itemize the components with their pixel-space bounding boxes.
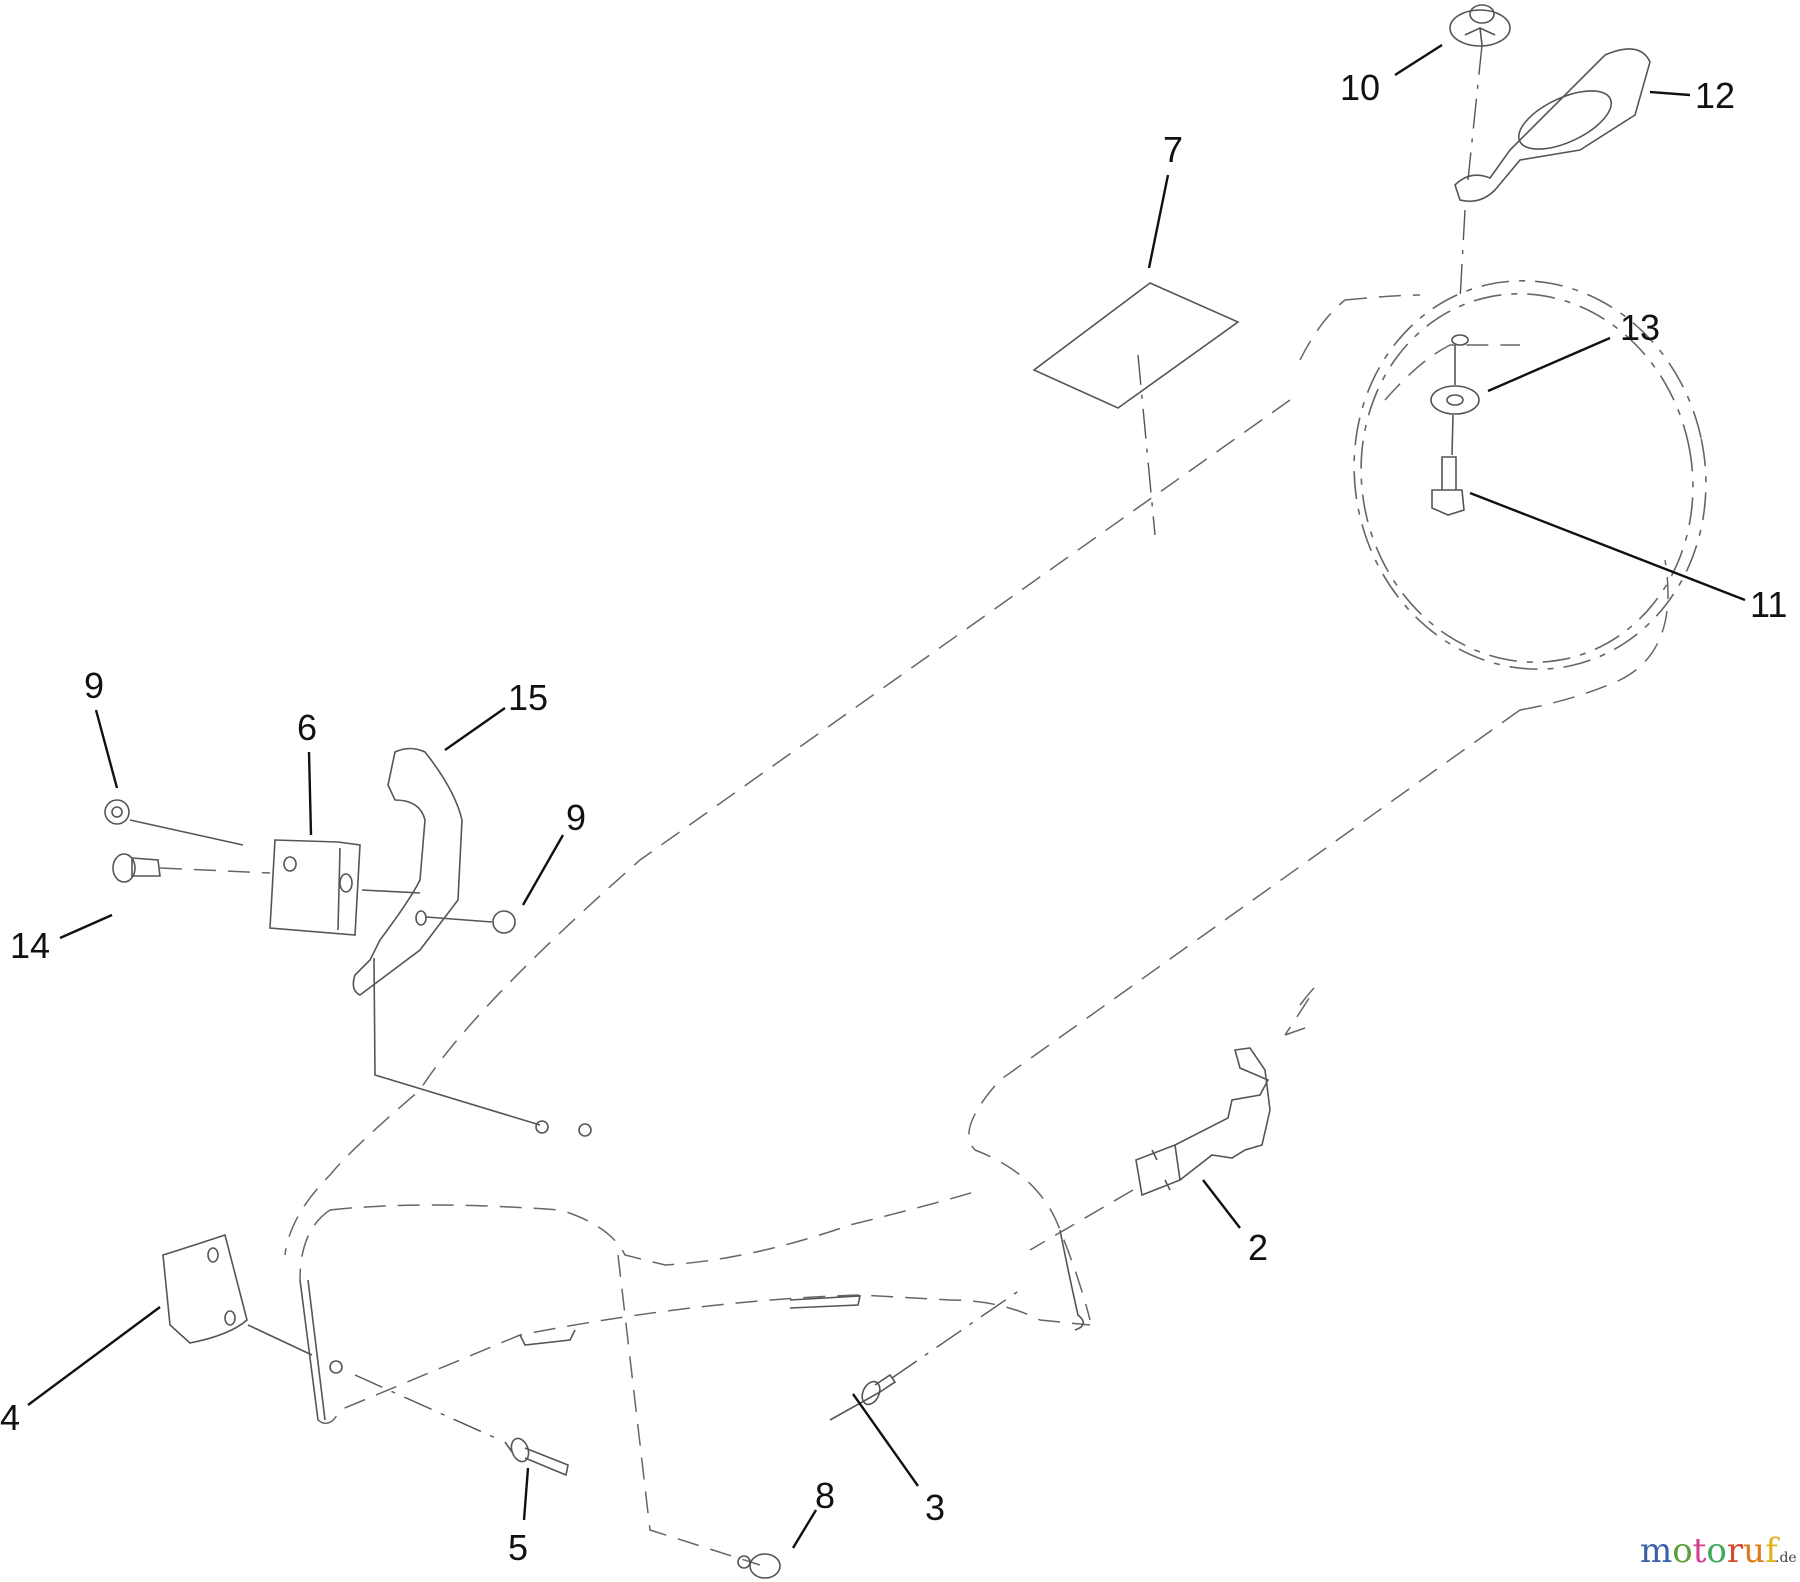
chute-body bbox=[284, 280, 1707, 1566]
wm-letter: o bbox=[1672, 1531, 1692, 1571]
wm-suffix: .de bbox=[1775, 1550, 1797, 1566]
leader-lines bbox=[27, 43, 1746, 1549]
callout-8: 8 bbox=[815, 1475, 835, 1516]
bolt-item-11 bbox=[1431, 456, 1465, 516]
callout-7: 7 bbox=[1163, 129, 1183, 170]
nut-item-9b bbox=[492, 910, 516, 934]
callout-15: 15 bbox=[508, 677, 548, 718]
callout-12: 12 bbox=[1695, 75, 1735, 116]
callout-11: 11 bbox=[1750, 584, 1787, 625]
bolt-item-14 bbox=[112, 853, 136, 883]
handle-item-2 bbox=[1029, 1047, 1271, 1251]
handle-item-12 bbox=[1454, 48, 1651, 203]
callout-9b: 9 bbox=[566, 797, 586, 838]
clip-item-8 bbox=[737, 1553, 781, 1579]
wm-letter: m bbox=[1640, 1531, 1672, 1571]
decal-item-7 bbox=[1032, 282, 1240, 536]
callout-14: 14 bbox=[10, 925, 50, 966]
grommet-item-10 bbox=[1449, 9, 1511, 47]
callout-labels: 10 12 7 13 11 9 15 6 9 14 2 4 5 3 8 bbox=[0, 67, 1787, 1568]
washer-item-13 bbox=[1430, 385, 1480, 415]
wm-letter: f bbox=[1765, 1531, 1780, 1571]
callout-9a: 9 bbox=[84, 665, 104, 706]
wm-letter: t bbox=[1693, 1531, 1707, 1571]
watermark-logo: motoruf .de bbox=[1640, 1531, 1797, 1571]
rivet-item-3 bbox=[829, 1289, 1021, 1421]
latch-item-15 bbox=[352, 747, 463, 996]
callout-10: 10 bbox=[1340, 67, 1380, 108]
wm-letter: u bbox=[1743, 1531, 1765, 1571]
plate-item-4 bbox=[162, 1233, 501, 1441]
wm-letter: o bbox=[1706, 1531, 1726, 1571]
callout-5: 5 bbox=[508, 1527, 528, 1568]
svg-text:motoruf: motoruf bbox=[1640, 1531, 1780, 1571]
rivet-item-5 bbox=[504, 1437, 569, 1477]
wm-letter: r bbox=[1727, 1531, 1744, 1571]
callout-2: 2 bbox=[1248, 1227, 1268, 1268]
bracket-item-6 bbox=[269, 839, 361, 936]
bracket-assembly-left bbox=[104, 747, 592, 1137]
callout-13: 13 bbox=[1620, 307, 1660, 348]
callout-6: 6 bbox=[297, 707, 317, 748]
fastener-stack-right bbox=[1430, 4, 1651, 516]
callout-3: 3 bbox=[925, 1487, 945, 1528]
nut-item-9 bbox=[104, 799, 130, 825]
callout-4: 4 bbox=[0, 1397, 20, 1438]
